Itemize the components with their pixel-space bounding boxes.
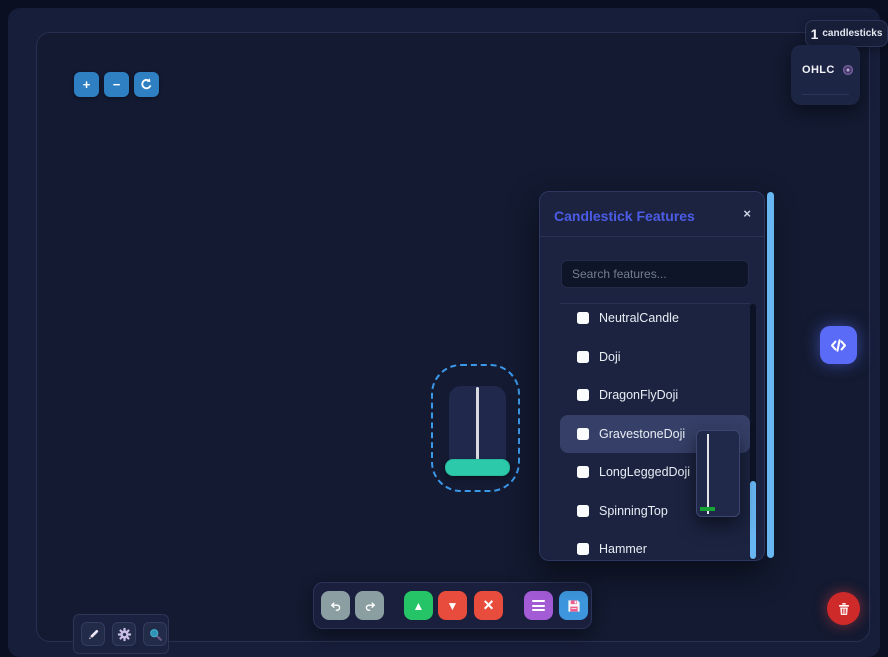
panel-scrollbar[interactable] [767, 192, 774, 558]
floppy-disk-icon [566, 598, 582, 614]
ohlc-layer-card[interactable]: OHLC [791, 45, 860, 105]
list-scrollbar-thumb[interactable] [750, 481, 756, 559]
undo-button[interactable] [321, 591, 350, 620]
panel-title: Candlestick Features [554, 208, 695, 224]
candlestick-features-panel: Candlestick Features × NeutralCandleDoji… [539, 191, 765, 561]
candle-body [445, 459, 510, 476]
panel-header: Candlestick Features × [540, 192, 764, 237]
candlestick-count-badge: 1 candlesticks [805, 20, 888, 47]
pencil-icon [86, 627, 101, 642]
down-triangle-icon: ▼ [446, 598, 459, 613]
redo-icon [363, 599, 377, 613]
ohlc-divider [802, 94, 849, 95]
feature-label: NeutralCandle [599, 311, 679, 326]
preview-body [700, 507, 715, 511]
candle-wick [475, 387, 479, 463]
candlestick-card[interactable] [449, 386, 506, 471]
feature-label: GravestoneDoji [599, 426, 686, 441]
action-toolbar: ▲ ▼ × [313, 582, 592, 629]
remove-button[interactable]: × [474, 591, 503, 620]
feature-checkbox[interactable] [577, 504, 589, 517]
feature-checkbox[interactable] [577, 427, 589, 440]
preview-wick [706, 434, 709, 514]
gear-icon [117, 627, 132, 642]
reset-icon [139, 77, 154, 92]
move-down-button[interactable]: ▼ [438, 591, 467, 620]
feature-label: LongLeggedDoji [599, 465, 691, 480]
code-icon [829, 336, 848, 355]
zoom-toolbar: + − [74, 72, 159, 97]
redo-button[interactable] [355, 591, 384, 620]
reset-view-button[interactable] [134, 72, 159, 97]
feature-row-NeutralCandle[interactable]: NeutralCandle [560, 304, 750, 338]
feature-row-SpinningTop[interactable]: SpinningTop [560, 492, 750, 531]
app-container: + − [8, 8, 888, 657]
feature-row-LongLeggedDoji[interactable]: LongLeggedDoji [560, 453, 750, 492]
feature-checkbox[interactable] [577, 466, 589, 479]
pen-tool-button[interactable] [81, 622, 105, 646]
settings-tool-button[interactable] [112, 622, 136, 646]
visibility-eye-icon[interactable] [841, 63, 855, 77]
feature-row-DragonFlyDoji[interactable]: DragonFlyDoji [560, 376, 750, 415]
feature-label: SpinningTop [599, 503, 668, 518]
count-value: 1 [810, 25, 819, 42]
feature-row-Doji[interactable]: Doji [560, 338, 750, 377]
feature-checkbox[interactable] [577, 543, 589, 556]
selected-candlestick[interactable] [431, 364, 520, 492]
x-icon: × [483, 594, 494, 615]
trash-icon [836, 601, 852, 617]
feature-label: DragonFlyDoji [599, 388, 679, 403]
list-scrollbar-track[interactable] [750, 304, 756, 560]
feature-checkbox[interactable] [577, 389, 589, 402]
menu-icon [532, 600, 545, 611]
feature-label: Doji [599, 349, 621, 364]
draw-toolbar [73, 614, 169, 654]
move-up-button[interactable]: ▲ [404, 591, 433, 620]
zoom-out-button[interactable]: − [104, 72, 129, 97]
count-label: candlesticks [822, 28, 883, 39]
ohlc-title: OHLC [802, 64, 835, 76]
feature-search-input[interactable] [561, 260, 749, 288]
candle-preview-tooltip [696, 430, 740, 517]
feature-checkbox[interactable] [577, 312, 589, 325]
menu-button[interactable] [524, 591, 553, 620]
feature-row-Hammer[interactable]: Hammer [560, 530, 750, 561]
delete-button[interactable] [827, 592, 860, 625]
magnifier-icon [148, 627, 163, 642]
up-triangle-icon: ▲ [412, 598, 425, 613]
inspect-tool-button[interactable] [143, 622, 167, 646]
feature-checkbox[interactable] [577, 350, 589, 363]
save-button[interactable] [559, 591, 588, 620]
feature-label: Hammer [599, 542, 647, 557]
zoom-in-button[interactable]: + [74, 72, 99, 97]
close-icon[interactable]: × [743, 206, 751, 221]
undo-icon [329, 599, 343, 613]
code-view-button[interactable] [820, 326, 857, 364]
